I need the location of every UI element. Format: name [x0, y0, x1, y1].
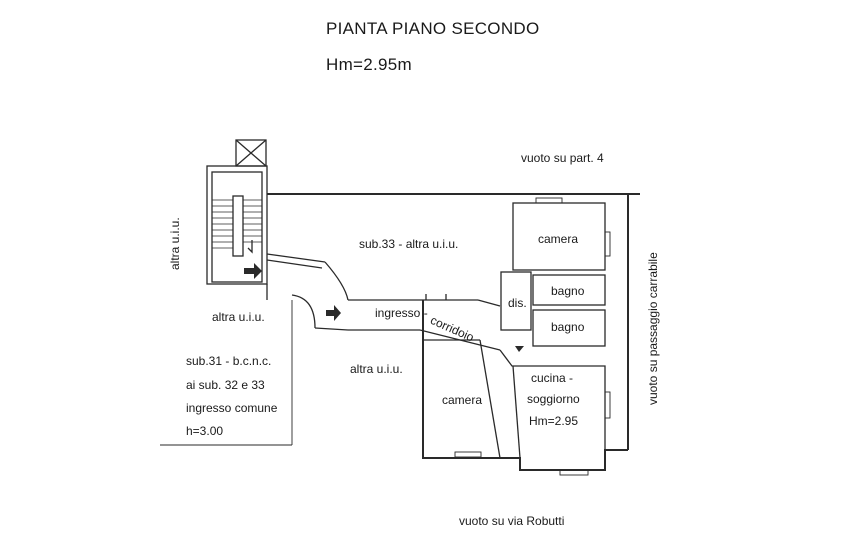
common-area-line1: sub.31 - b.c.n.c.: [186, 354, 272, 368]
room-disimpegno: dis.: [508, 296, 527, 310]
label-left-unit: altra u.i.u.: [168, 217, 182, 270]
plan-height-note: Hm=2.95m: [326, 55, 413, 74]
room-walls: [423, 197, 611, 476]
common-area-line4: h=3.00: [186, 424, 224, 438]
room-cucina-line2: soggiorno: [527, 392, 580, 406]
label-lower-neighbor: altra u.i.u.: [350, 362, 403, 376]
label-void-via-robutti: vuoto su via Robutti: [459, 514, 565, 528]
room-cucina-line1: cucina -: [531, 371, 574, 385]
room-camera-top: camera: [538, 232, 579, 246]
room-bagno-top: bagno: [551, 284, 585, 298]
room-ingresso: ingresso -: [375, 306, 428, 320]
room-camera-bottom: camera: [442, 393, 483, 407]
label-void-part4: vuoto su part. 4: [521, 151, 604, 165]
room-cucina-height: Hm=2.95: [529, 414, 579, 428]
label-left-neighbor: altra u.i.u.: [212, 310, 265, 324]
entrance-walls: [266, 253, 501, 351]
label-void-passage: vuoto su passaggio carrabile: [646, 252, 660, 405]
common-area-line3: ingresso comune: [186, 401, 278, 415]
room-bagno-bottom: bagno: [551, 320, 585, 334]
stair-tower: [206, 139, 268, 285]
common-area-line2: ai sub. 32 e 33: [186, 378, 265, 392]
entry-arrows: [244, 263, 524, 352]
label-sub33: sub.33 - altra u.i.u.: [359, 237, 459, 251]
plan-title: PIANTA PIANO SECONDO: [326, 19, 540, 38]
